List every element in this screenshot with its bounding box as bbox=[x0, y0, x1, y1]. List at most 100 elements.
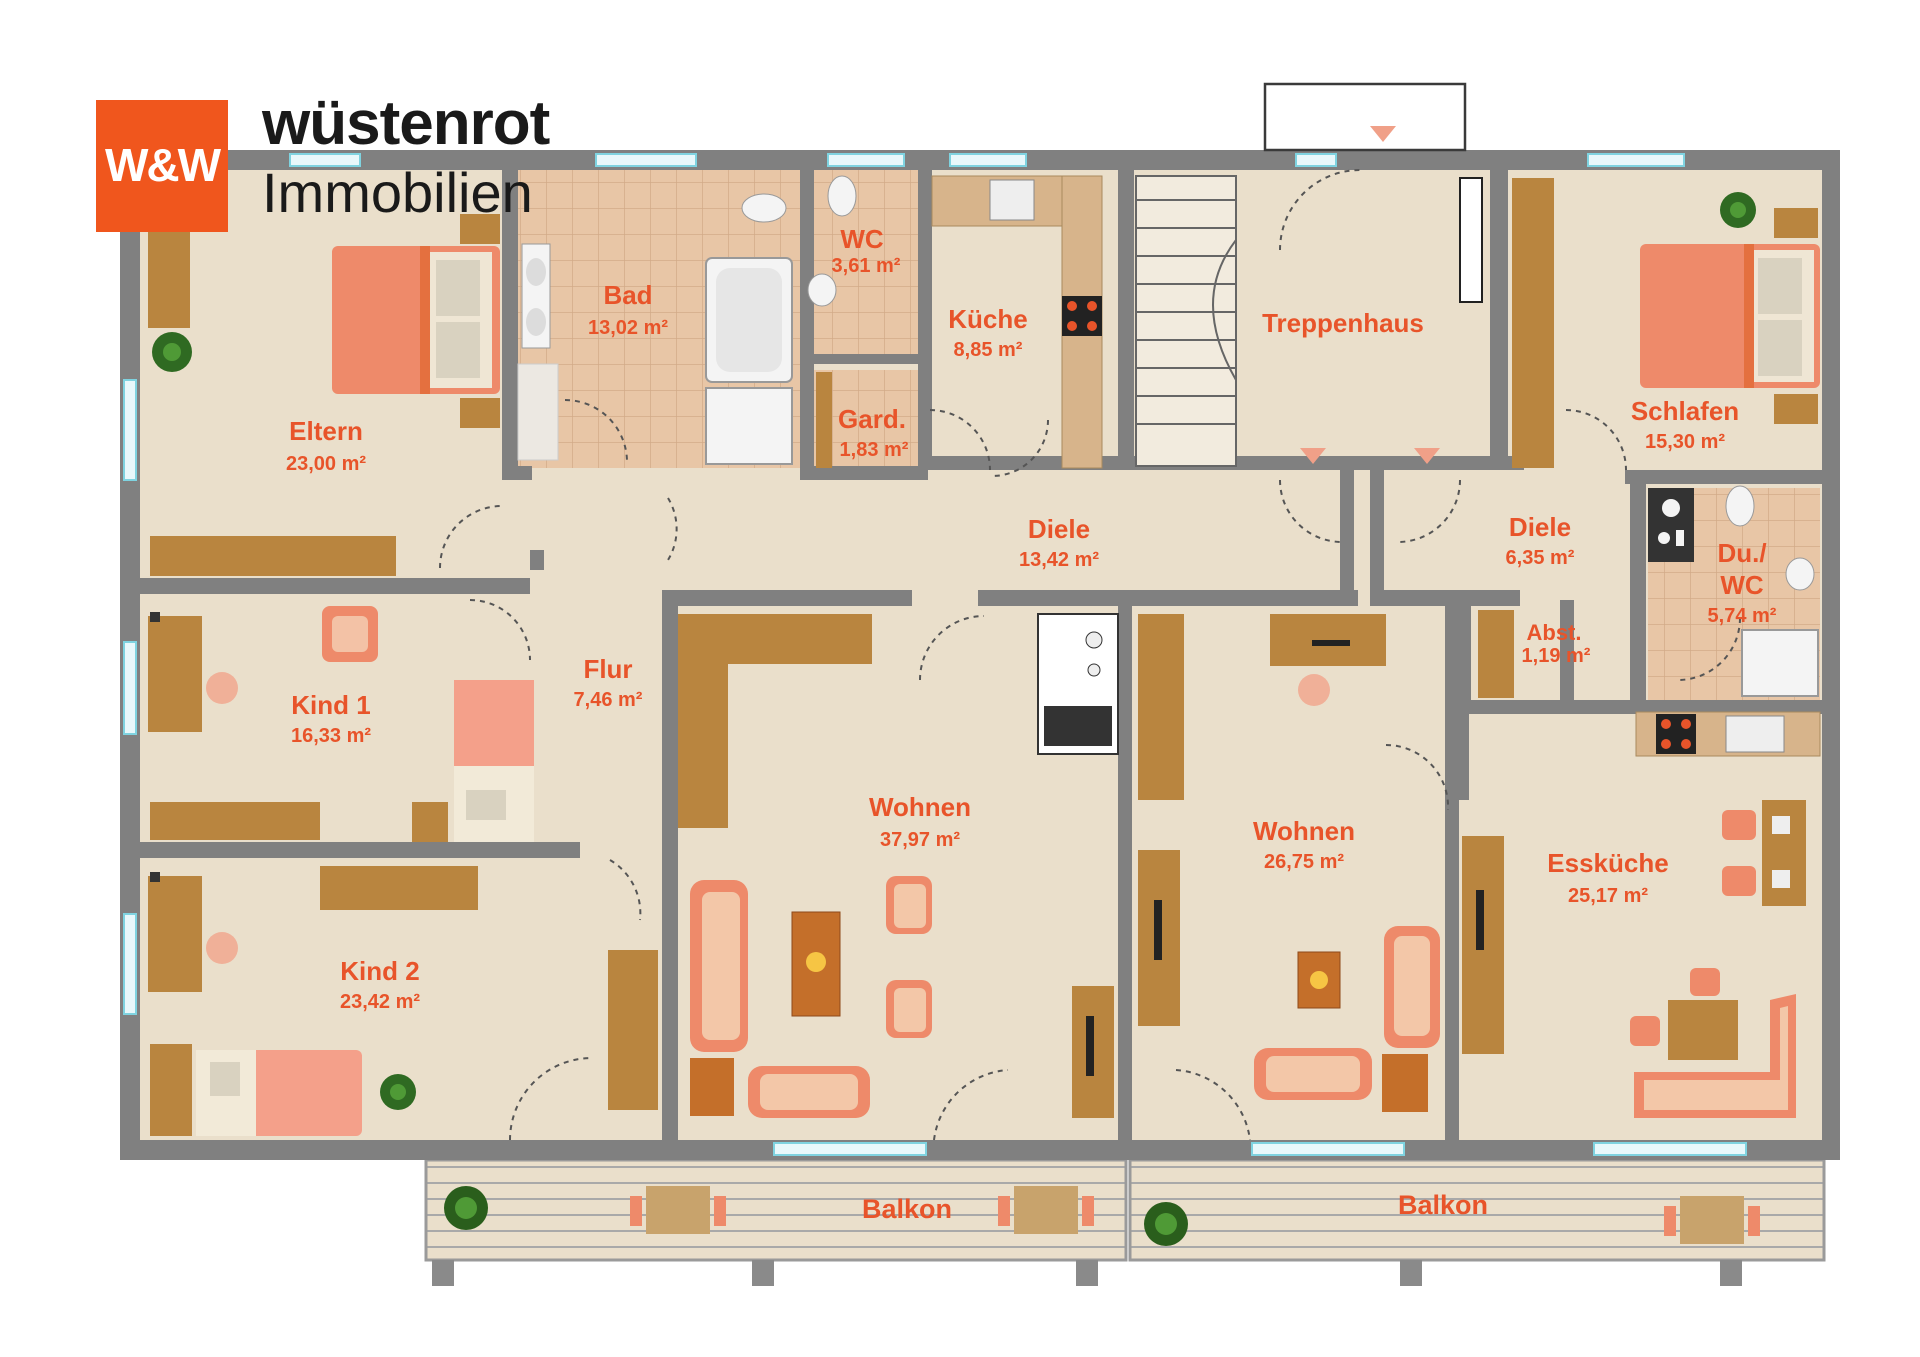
room-bad-area: 13,02 m² bbox=[588, 317, 668, 339]
door-swing-icon bbox=[1385, 743, 1450, 811]
sofa-icon bbox=[1384, 926, 1440, 1048]
sink-icon bbox=[807, 273, 837, 307]
wardrobe bbox=[1512, 178, 1554, 468]
room-wohnen2-name: Wohnen bbox=[1253, 816, 1355, 846]
door-swing-icon bbox=[439, 505, 503, 569]
shelf bbox=[816, 372, 832, 468]
brand-name: wüstenrot bbox=[262, 89, 550, 158]
window-icon bbox=[773, 1142, 927, 1156]
table-icon bbox=[1297, 951, 1341, 1009]
door-swing-icon bbox=[1279, 169, 1361, 251]
door-swing-icon bbox=[933, 1069, 1009, 1141]
door-swing-icon bbox=[564, 399, 628, 463]
window-icon bbox=[595, 153, 697, 167]
room-eltern-area: 23,00 m² bbox=[286, 453, 366, 475]
radiator bbox=[1459, 177, 1483, 303]
wardrobe bbox=[1462, 836, 1504, 1054]
wardrobe bbox=[1138, 614, 1184, 800]
stove-icon bbox=[1656, 714, 1696, 754]
toilet-icon bbox=[827, 175, 857, 217]
wardrobe bbox=[150, 802, 320, 840]
room-kind1-name: Kind 1 bbox=[291, 690, 370, 720]
room-treppenhaus-name: Treppenhaus bbox=[1262, 308, 1424, 338]
window-icon bbox=[123, 913, 137, 1015]
room-diele1-name: Diele bbox=[1028, 514, 1090, 544]
window-icon bbox=[1295, 153, 1337, 167]
bench bbox=[1634, 994, 1796, 1118]
shelf bbox=[1382, 1054, 1428, 1112]
room-diele2-area: 6,35 m² bbox=[1506, 547, 1575, 569]
plant-icon bbox=[380, 1074, 416, 1110]
tv-cabinet bbox=[1072, 986, 1114, 1118]
room-diele2-name: Diele bbox=[1509, 512, 1571, 542]
company-logo: W&W bbox=[96, 100, 228, 232]
plant-icon bbox=[444, 1186, 488, 1230]
door-swing-icon bbox=[919, 615, 985, 681]
door-swing-icon bbox=[1565, 409, 1627, 471]
armchair-icon bbox=[886, 980, 932, 1038]
door-swing-icon bbox=[991, 419, 1049, 477]
armchair-icon bbox=[1722, 810, 1756, 896]
room-abst-name: Abst. bbox=[1527, 620, 1582, 645]
table-icon bbox=[791, 911, 841, 1017]
room-schlafen-name: Schlafen bbox=[1631, 396, 1739, 426]
table-icon bbox=[998, 1186, 1094, 1234]
room-wohnen2-area: 26,75 m² bbox=[1264, 851, 1344, 873]
door-swing-icon bbox=[1397, 479, 1461, 543]
logo-mark: W&W bbox=[104, 139, 221, 191]
desk-icon bbox=[148, 872, 202, 992]
room-wc-name: WC bbox=[840, 224, 884, 254]
wardrobe bbox=[1138, 850, 1180, 1026]
table-icon bbox=[1668, 1000, 1738, 1060]
room-kueche-name: Küche bbox=[948, 304, 1027, 334]
sink-icon bbox=[1725, 715, 1785, 753]
wardrobe bbox=[608, 950, 658, 1110]
room-duwc-area: 5,74 m² bbox=[1708, 605, 1777, 627]
armchair-icon bbox=[1298, 674, 1330, 706]
door-swing-icon bbox=[469, 599, 531, 661]
room-wohnen1-name: Wohnen bbox=[869, 792, 971, 822]
room-duwc-name2: WC bbox=[1720, 570, 1764, 600]
door-swing-icon bbox=[1677, 617, 1741, 681]
room-wc-area: 3,61 m² bbox=[832, 255, 901, 277]
window-icon bbox=[123, 641, 137, 735]
sink-icon bbox=[1785, 557, 1815, 591]
room-schlafen-area: 15,30 m² bbox=[1645, 431, 1725, 453]
window-icon bbox=[1251, 1142, 1405, 1156]
room-abst-area: 1,19 m² bbox=[1522, 645, 1591, 667]
sofa-icon bbox=[1254, 1048, 1372, 1100]
door-swing-icon bbox=[1175, 1069, 1251, 1141]
arrow-icon bbox=[1300, 126, 1440, 464]
sofa-icon bbox=[748, 1066, 870, 1118]
sofa-icon bbox=[690, 880, 748, 1052]
window-icon bbox=[827, 153, 905, 167]
stove-icon bbox=[1062, 296, 1102, 336]
door-swing-icon bbox=[667, 497, 678, 561]
table-icon bbox=[630, 1186, 726, 1234]
room-bad-name: Bad bbox=[603, 280, 652, 310]
room-wohnen1-area: 37,97 m² bbox=[880, 829, 960, 851]
armchair-icon bbox=[886, 876, 932, 934]
window-icon bbox=[1587, 153, 1685, 167]
room-eltern-name: Eltern bbox=[289, 416, 363, 446]
room-kind1-area: 16,33 m² bbox=[291, 725, 371, 747]
room-kind2-area: 23,42 m² bbox=[340, 991, 420, 1013]
bar-counter bbox=[1762, 800, 1806, 906]
window-icon bbox=[1593, 1142, 1747, 1156]
armchair-icon bbox=[206, 672, 238, 704]
toilet-icon bbox=[1725, 485, 1755, 527]
armchair-icon bbox=[322, 606, 378, 662]
wardrobe bbox=[150, 536, 396, 576]
sink-icon bbox=[989, 179, 1035, 221]
brand-subtitle: Immobilien bbox=[262, 161, 533, 224]
window-icon bbox=[289, 153, 361, 167]
toilet-icon bbox=[741, 193, 787, 223]
desk-icon bbox=[148, 612, 202, 732]
wardrobe bbox=[517, 363, 559, 461]
bed-icon bbox=[412, 680, 534, 842]
room-diele1-area: 13,42 m² bbox=[1019, 549, 1099, 571]
armchair-icon bbox=[206, 932, 238, 964]
room-flur-area: 7,46 m² bbox=[574, 689, 643, 711]
balcony-left-label: Balkon bbox=[862, 1194, 952, 1224]
